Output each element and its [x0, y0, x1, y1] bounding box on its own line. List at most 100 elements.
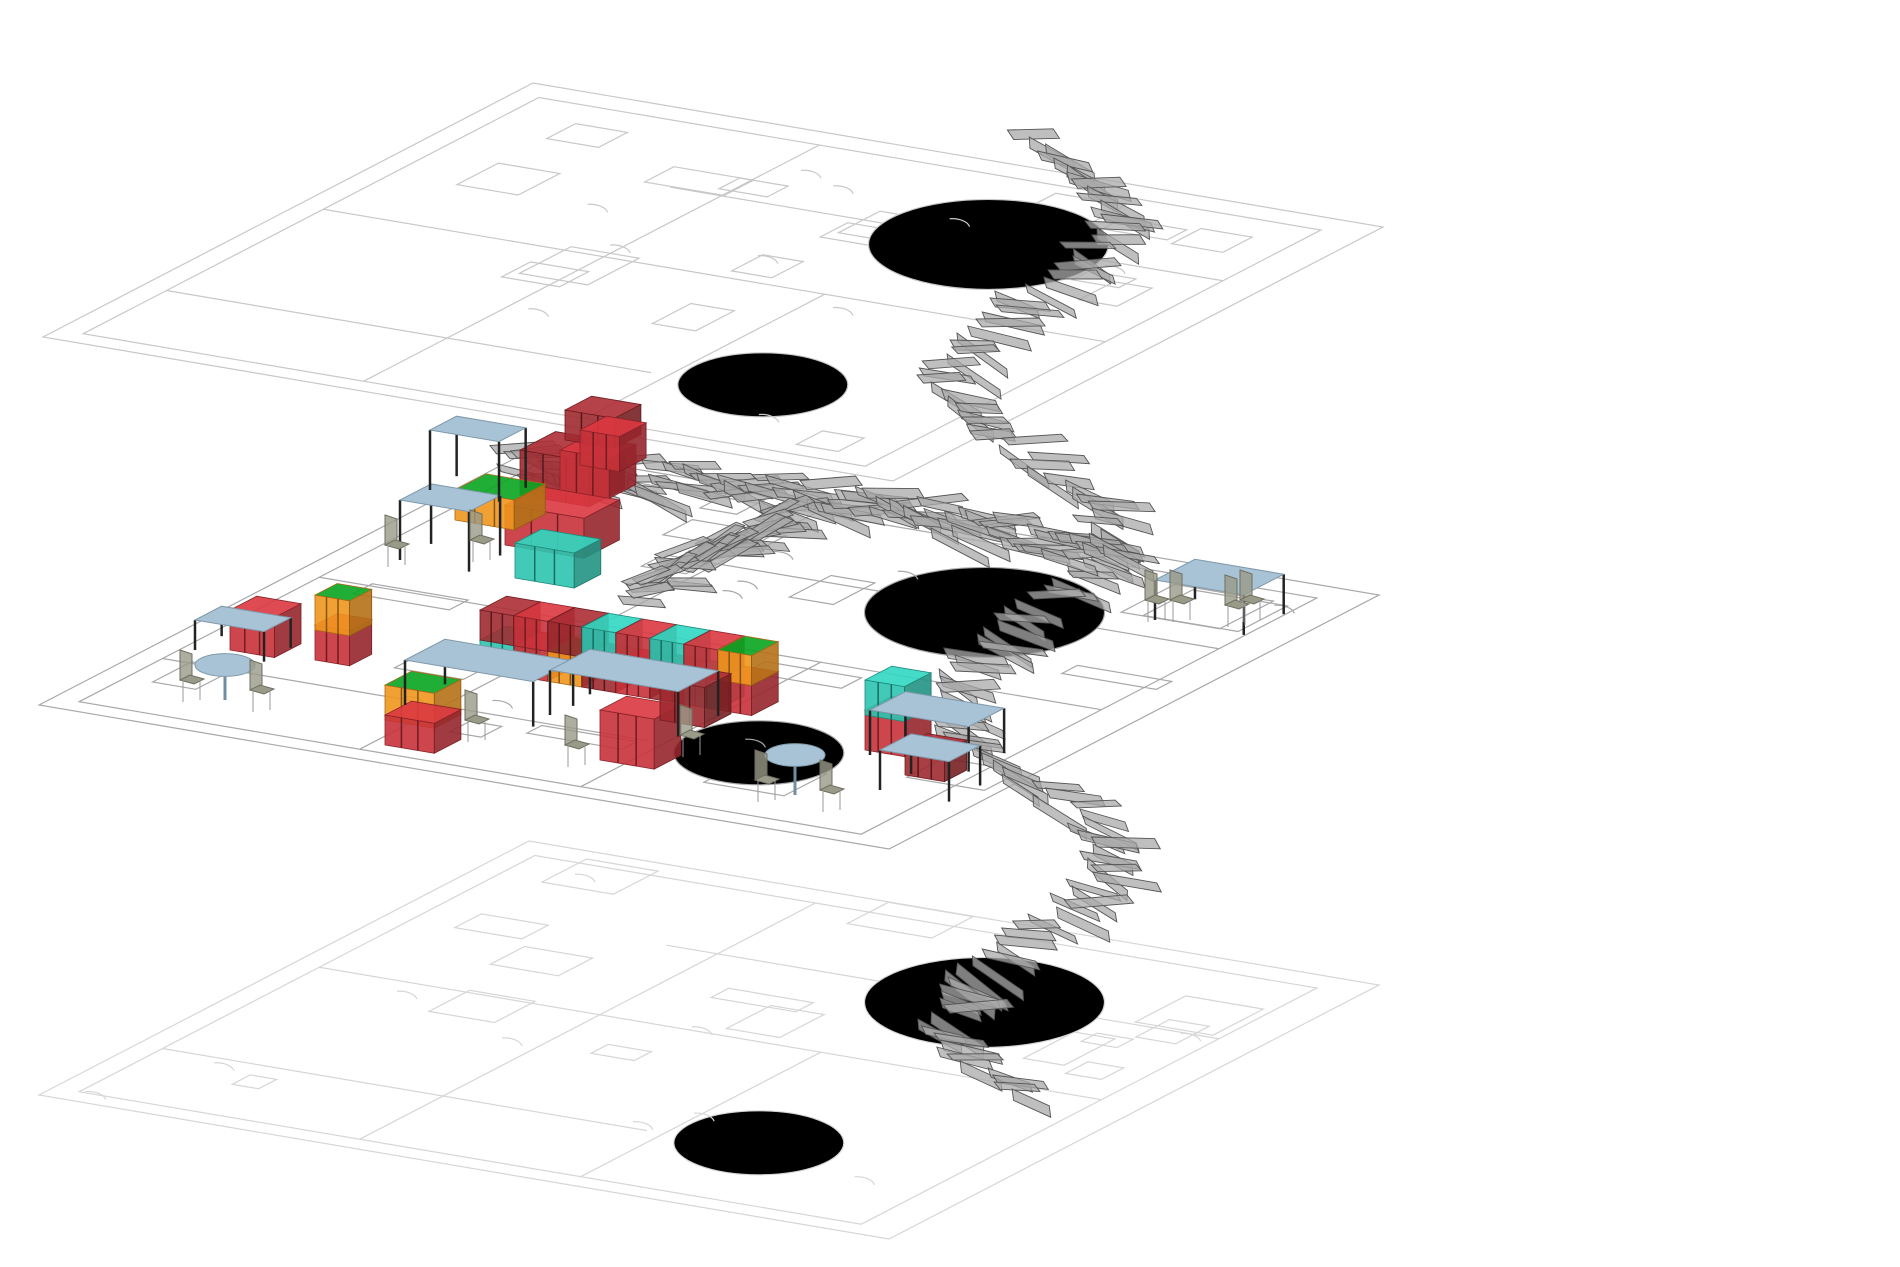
- stair-panel: [698, 538, 759, 573]
- stair-panel: [992, 612, 1052, 624]
- table-top: [764, 743, 826, 767]
- plan-fixture: [455, 162, 562, 196]
- chair-seat: [1143, 594, 1171, 605]
- plan-inner-wall: [81, 96, 1323, 467]
- stair-panel: [1100, 213, 1164, 230]
- plan-fixture: [1133, 1018, 1212, 1045]
- stair-panel: [921, 356, 982, 370]
- plan-outline: [41, 82, 1385, 482]
- stair-panel: [1014, 598, 1064, 630]
- stair-panel: [1090, 836, 1162, 850]
- plan-wall: [580, 1051, 822, 1178]
- plan-fixture: [488, 945, 595, 977]
- stair-panel: [960, 416, 1011, 424]
- stair-panel: [634, 484, 693, 518]
- chair-seat: [248, 684, 276, 695]
- door-arc: [610, 244, 631, 254]
- box-front-face: [479, 609, 514, 647]
- door-arc: [833, 185, 854, 195]
- stair-panel: [1090, 863, 1143, 873]
- door-arc: [694, 1112, 715, 1122]
- stair-panel: [668, 460, 723, 470]
- stair-panel: [1026, 465, 1079, 510]
- box-front-face: [314, 594, 350, 637]
- plan-fixture: [544, 122, 630, 149]
- table: [868, 691, 1006, 772]
- stair-panel: [1026, 588, 1087, 600]
- stair-panel: [916, 371, 967, 384]
- stair-panel: [1071, 514, 1125, 526]
- stair-panel: [1031, 780, 1086, 793]
- stair-panel: [861, 487, 926, 500]
- stair-panel: [1001, 433, 1069, 446]
- box-top-face: [313, 583, 373, 602]
- stair-panel: [1047, 269, 1104, 280]
- stair-panel: [617, 595, 667, 609]
- stair-panel: [959, 1060, 1003, 1092]
- table: [428, 415, 528, 502]
- stair-panel: [653, 536, 713, 559]
- chair: [1238, 569, 1266, 622]
- plan-fixture: [499, 261, 591, 288]
- chair-seat: [463, 714, 491, 725]
- plan-fixture: [717, 177, 790, 198]
- round-table: [194, 653, 256, 700]
- plan-fixture: [729, 254, 805, 279]
- plan-wall: [359, 902, 816, 1140]
- plan-wall: [166, 289, 652, 374]
- table-top: [878, 733, 982, 763]
- door-arc: [587, 203, 609, 213]
- plan-wall: [319, 966, 1102, 1101]
- box-top-face: [716, 635, 780, 656]
- stair-panel: [993, 1081, 1041, 1093]
- stair-panel: [942, 998, 1015, 1014]
- stair-panel: [1056, 906, 1111, 943]
- table: [548, 648, 720, 737]
- chair-seat: [1238, 594, 1266, 605]
- chair-seat: [1168, 594, 1196, 605]
- stair-panel: [951, 524, 1011, 563]
- door-arc: [396, 990, 418, 1000]
- chair-seat: [753, 774, 781, 785]
- stair-panel: [1006, 128, 1061, 140]
- stair-panel: [977, 640, 1049, 658]
- spiral-stair-outline: [673, 1110, 845, 1176]
- stair-panel: [993, 934, 1058, 951]
- plan-fixture: [230, 1074, 279, 1090]
- door-arc: [574, 873, 596, 883]
- stair-panel: [799, 475, 864, 491]
- door-arc: [737, 580, 759, 590]
- storage-box: [513, 528, 603, 589]
- stair-panel: [1084, 220, 1147, 232]
- stair-panel: [949, 661, 1017, 675]
- plan-wall: [584, 293, 826, 420]
- upper-floor-plan: [41, 82, 1385, 482]
- table-top: [548, 648, 720, 693]
- door-arc: [897, 570, 919, 580]
- chair: [468, 509, 496, 562]
- stair-panel: [1087, 500, 1156, 513]
- stair-panel: [1011, 919, 1062, 930]
- plan-fixture: [845, 901, 975, 939]
- chair-seat: [178, 674, 206, 685]
- chair: [753, 749, 781, 802]
- plan-fixture: [540, 858, 660, 895]
- door-arc: [758, 413, 780, 423]
- door-arc: [692, 1026, 713, 1036]
- stair-panel: [624, 581, 676, 599]
- plan-fixture: [724, 1004, 826, 1039]
- stair-panel: [1009, 458, 1076, 471]
- chair: [178, 649, 206, 702]
- stair-panel: [1091, 507, 1154, 536]
- stair-panel: [975, 317, 1047, 328]
- plan-fixture: [447, 720, 504, 738]
- stair-panel: [930, 527, 990, 569]
- door-arc: [772, 550, 794, 560]
- stair-panel: [664, 577, 713, 587]
- door-arc: [632, 1121, 654, 1131]
- stair-panel: [1075, 192, 1143, 206]
- door-arc: [854, 1176, 876, 1186]
- chair-seat: [678, 729, 706, 740]
- chair: [818, 759, 846, 812]
